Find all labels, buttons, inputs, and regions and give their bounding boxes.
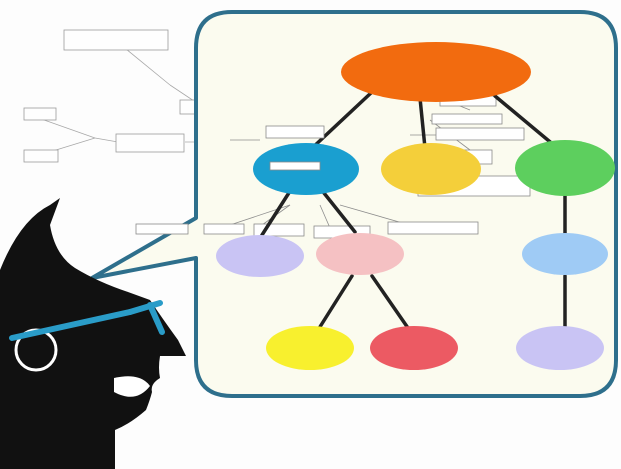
bg-node-box: [115, 133, 185, 153]
lavender-node-left: [216, 235, 304, 277]
lavender-node-right: [516, 326, 604, 370]
label-box: [387, 221, 479, 235]
person-head: [0, 198, 186, 469]
red-node: [370, 326, 458, 370]
concept-nodes: [216, 42, 615, 370]
speech-bubble: [90, 10, 618, 398]
green-node: [515, 140, 615, 196]
glasses-icon: [9, 300, 165, 341]
tree-edges: [260, 90, 567, 332]
pink-node: [316, 233, 404, 275]
label-box: [435, 127, 525, 141]
label-box: [431, 113, 503, 125]
mouth-icon: [114, 376, 150, 397]
yellow-node-top: [381, 143, 481, 195]
light-blue-node: [522, 233, 608, 275]
root-node: [341, 42, 531, 102]
label-box: [269, 161, 321, 171]
bg-node-box: [63, 29, 169, 51]
label-box: [265, 125, 325, 139]
yellow-node-bottom: [266, 326, 354, 370]
label-box: [135, 223, 189, 235]
label-box: [203, 223, 245, 235]
person-silhouette: [0, 198, 186, 469]
bg-node-box: [23, 149, 59, 163]
bg-node-box: [23, 107, 57, 121]
